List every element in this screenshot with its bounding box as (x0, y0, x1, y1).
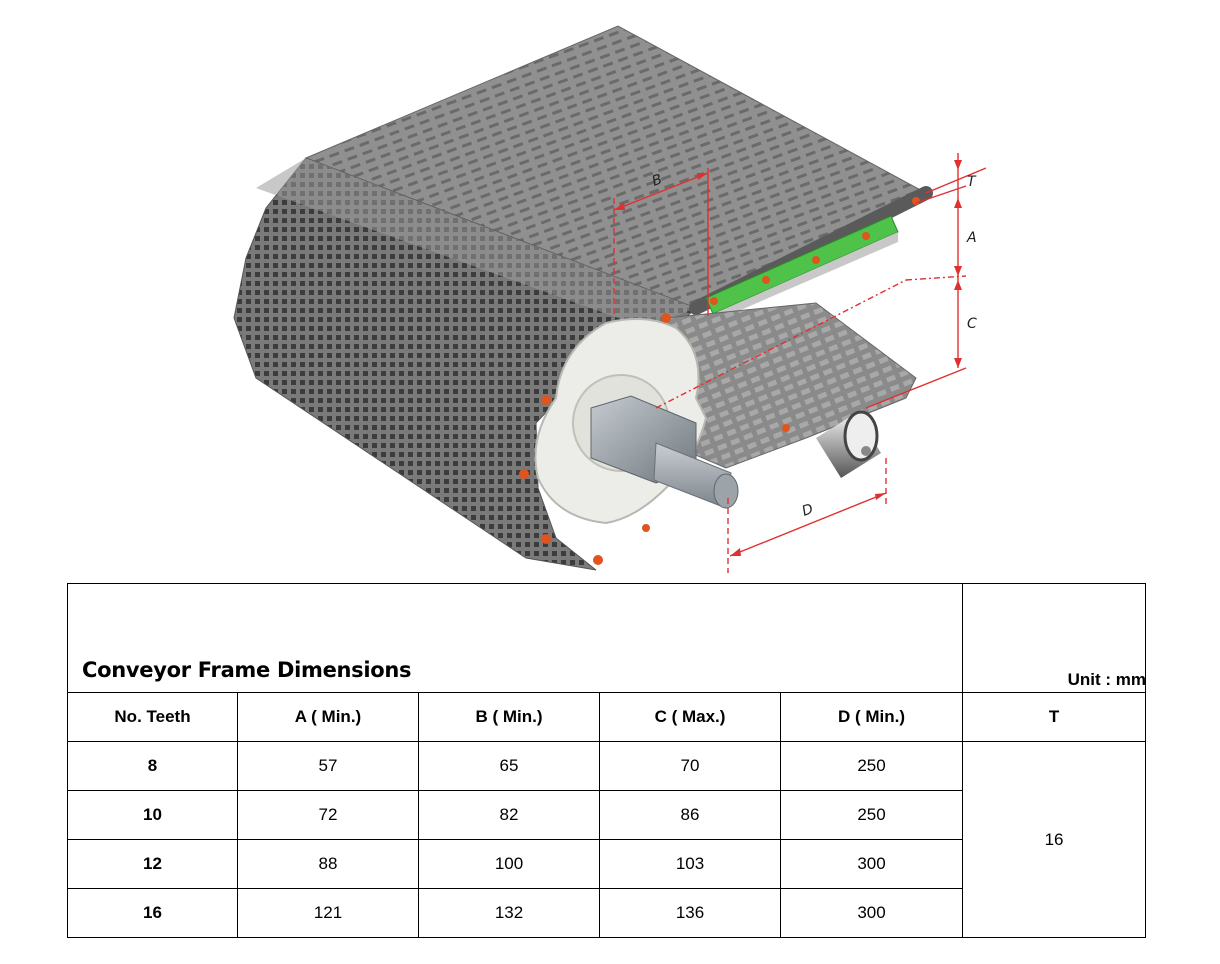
cell-b: 132 (418, 888, 600, 938)
cell-teeth: 12 (67, 839, 238, 889)
header-b: B ( Min.) (418, 692, 600, 742)
cell-c: 86 (599, 790, 781, 840)
cell-d: 300 (779, 839, 964, 889)
cell-t: 16 (962, 741, 1147, 938)
cell-c: 136 (599, 888, 781, 938)
cell-a: 121 (237, 888, 419, 938)
cell-c: 70 (599, 741, 781, 791)
table-title-cell: Conveyor Frame Dimensions (66, 583, 964, 693)
table-row: 10 72 82 86 250 (67, 790, 1146, 840)
cell-c: 103 (599, 839, 781, 889)
cell-d: 250 (779, 790, 964, 840)
header-row: No. Teeth A ( Min.) B ( Min.) C ( Max.) … (67, 692, 1147, 742)
conveyor-frame-dimensions-table: Conveyor Frame Dimensions Unit : mm No. … (66, 583, 1147, 938)
cell-b: 65 (418, 741, 600, 791)
label-c: C (967, 316, 977, 332)
cell-a: 57 (237, 741, 419, 791)
cell-a: 88 (237, 839, 419, 889)
header-c: C ( Max.) (599, 692, 781, 742)
label-a: A (966, 230, 977, 246)
cell-b: 100 (418, 839, 600, 889)
cell-b: 82 (418, 790, 600, 840)
cell-d: 250 (779, 741, 964, 791)
header-a: A ( Min.) (237, 692, 419, 742)
header-d: D ( Min.) (779, 692, 964, 742)
conveyor-illustration: B T A C D (226, 18, 986, 584)
label-d: D (800, 501, 816, 520)
unit-cell: Unit : mm (962, 583, 1147, 693)
cell-d: 300 (779, 888, 964, 938)
table-row: 12 88 100 103 300 (67, 839, 1146, 889)
table-row: 8 57 65 70 250 16 (67, 741, 1147, 938)
label-t: T (967, 174, 977, 190)
cell-teeth: 10 (67, 790, 238, 840)
roller (816, 410, 881, 478)
table-row: 16 121 132 136 300 (67, 888, 1146, 938)
header-t: T (962, 692, 1147, 742)
table-title: Conveyor Frame Dimensions (82, 658, 412, 682)
header-teeth: No. Teeth (67, 692, 238, 742)
unit-label: Unit : mm (1067, 670, 1147, 689)
hinge-pins (519, 197, 920, 565)
cell-teeth: 8 (67, 741, 238, 791)
cell-a: 72 (237, 790, 419, 840)
cell-teeth: 16 (67, 888, 238, 938)
